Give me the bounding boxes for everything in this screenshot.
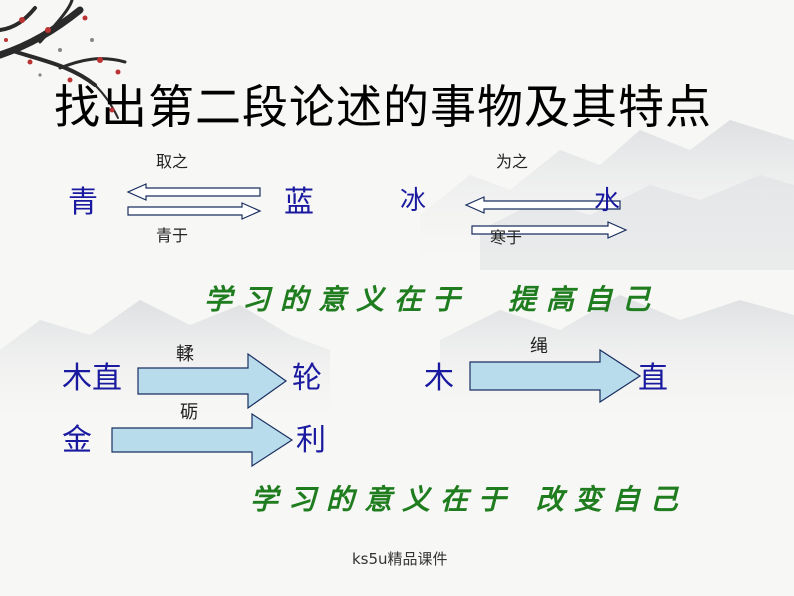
label-sheng: 绳 bbox=[530, 336, 548, 357]
label-li-whetstone: 砺 bbox=[180, 402, 198, 423]
plum-blossoms bbox=[4, 15, 121, 113]
conclusion-change-self: 学习的意义在于 改变自己 bbox=[250, 483, 688, 516]
label-qing-yu: 青于 bbox=[156, 226, 189, 245]
label-rou: 輮 bbox=[176, 344, 194, 365]
arrow-jin-li bbox=[111, 412, 294, 468]
slide-title: 找出第二段论述的事物及其特点 bbox=[54, 80, 712, 134]
word-mu: 木 bbox=[424, 361, 454, 396]
arrow-qing-lan-pair bbox=[126, 183, 262, 220]
word-zhi: 直 bbox=[638, 361, 668, 396]
conclusion-improve-self: 学习的意义在于 提高自己 bbox=[204, 283, 661, 316]
word-jin: 金 bbox=[62, 423, 92, 458]
word-li: 利 bbox=[296, 423, 326, 458]
word-mu-zhi: 木直 bbox=[62, 361, 122, 396]
label-qu-zhi: 取之 bbox=[156, 152, 189, 171]
word-bing: 冰 bbox=[400, 186, 427, 216]
arrow-mu-zhi bbox=[469, 348, 642, 404]
footer-watermark: ks5u精品课件 bbox=[352, 550, 448, 568]
label-han-yu: 寒于 bbox=[490, 228, 523, 247]
plum-branch bbox=[0, 0, 127, 119]
arrow-bing-shui-pair bbox=[464, 196, 628, 239]
word-qing: 青 bbox=[68, 185, 98, 220]
word-lan: 蓝 bbox=[284, 185, 314, 220]
label-wei-zhi: 为之 bbox=[496, 152, 529, 171]
arrow-mu-lun bbox=[137, 352, 288, 410]
word-shui: 水 bbox=[594, 186, 621, 216]
word-lun: 轮 bbox=[292, 361, 322, 396]
